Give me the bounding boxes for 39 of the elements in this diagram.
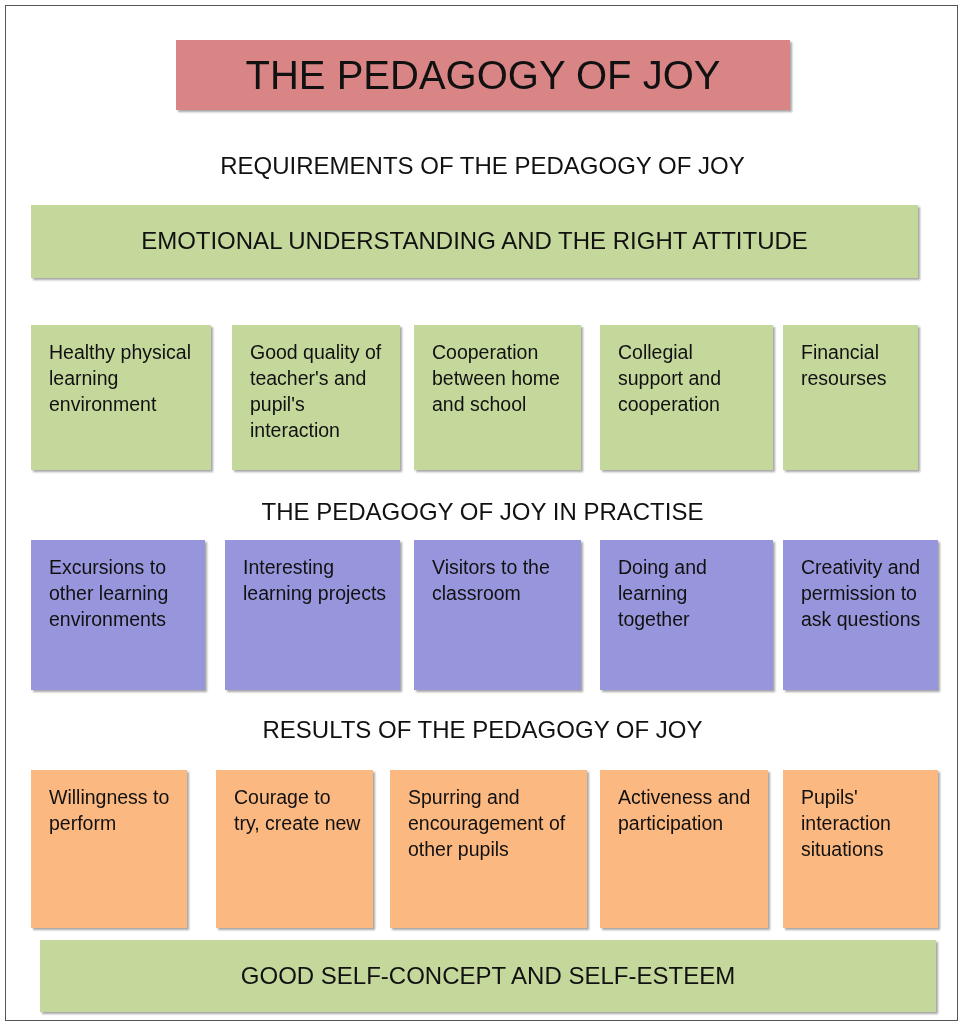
- practice-box: [225, 540, 400, 690]
- box-text: Healthy physical learning environment: [49, 340, 192, 417]
- box-text: Collegial support and cooperation: [618, 340, 722, 417]
- practice-box: [414, 540, 581, 690]
- practice-box: [783, 540, 938, 690]
- section-heading: RESULTS OF THE PEDAGOGY OF JOY: [262, 716, 703, 743]
- result-box: [600, 770, 768, 928]
- box-text: Excursions to other learning environments: [49, 555, 170, 632]
- banner-box: [40, 940, 936, 1012]
- requirement-box: [414, 325, 581, 470]
- box-text: Courage to try, create new: [234, 785, 361, 836]
- box-text: EMOTIONAL UNDERSTANDING AND THE RIGHT ATTITUDE: [141, 228, 808, 255]
- box-text: Willingness to perform: [49, 785, 171, 836]
- box-text: Good quality of teacher's and pupil's interaction: [250, 340, 383, 443]
- box-text: Doing and learning together: [618, 555, 708, 632]
- section-heading: THE PEDAGOGY OF JOY IN PRACTISE: [261, 498, 704, 525]
- box-text: Pupils' interaction situations: [801, 785, 892, 862]
- result-box: [390, 770, 587, 928]
- requirement-box: [783, 325, 918, 470]
- practice-box: [31, 540, 205, 690]
- title-box: [176, 40, 790, 110]
- result-box: [31, 770, 187, 928]
- banner-box: [31, 205, 918, 278]
- box-text: THE PEDAGOGY OF JOY: [245, 53, 721, 97]
- practice-box: [600, 540, 773, 690]
- result-box: [216, 770, 373, 928]
- box-text: Spurring and encouragement of other pupils: [408, 785, 567, 862]
- box-text: Visitors to the classroom: [432, 555, 551, 606]
- box-text: Activeness and participation: [618, 785, 752, 836]
- section-heading: REQUIREMENTS OF THE PEDAGOGY OF JOY: [220, 152, 745, 179]
- box-text: Creativity and permission to ask questions: [801, 555, 922, 632]
- box-text: Financial resourses: [801, 340, 888, 391]
- box-text: Interesting learning projects: [243, 555, 388, 606]
- requirement-box: [31, 325, 211, 470]
- result-box: [783, 770, 938, 928]
- requirement-box: [600, 325, 773, 470]
- box-text: GOOD SELF-CONCEPT AND SELF-ESTEEM: [240, 962, 736, 990]
- box-text: Cooperation between home and school: [432, 340, 561, 417]
- requirement-box: [232, 325, 400, 470]
